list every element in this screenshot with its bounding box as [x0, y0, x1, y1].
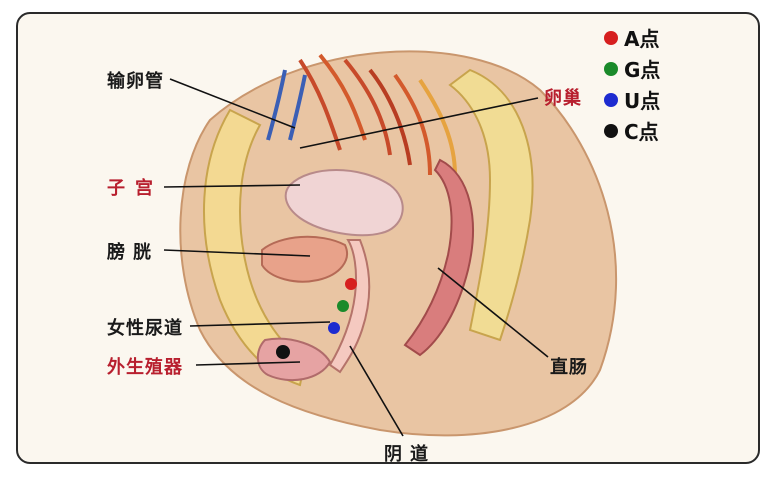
external-genitalia-shape	[256, 337, 332, 382]
legend-label-g: G点	[624, 58, 661, 82]
label-fallopian-tube: 输卵管	[107, 71, 164, 92]
legend-item-a: A点	[604, 23, 659, 52]
label-external-genitalia: 外生殖器	[107, 357, 183, 378]
black-dot-icon	[604, 123, 618, 138]
legend-label-u: U点	[624, 89, 661, 113]
legend-label-c: C点	[624, 120, 659, 144]
blood-vessels	[266, 53, 457, 176]
green-dot-icon	[604, 61, 618, 76]
point-c-dot	[276, 345, 290, 359]
legend-label-a: A点	[624, 27, 660, 51]
label-bladder: 膀胱	[107, 242, 159, 263]
label-vagina: 阴道	[384, 444, 436, 465]
sacrum-shape	[448, 68, 534, 342]
point-g-dot	[337, 300, 349, 312]
label-rectum: 直肠	[550, 357, 588, 378]
label-ovary: 卵巢	[544, 88, 582, 109]
legend-item-g: G点	[604, 54, 660, 83]
label-uterus: 子宫	[107, 178, 163, 199]
legend-item-c: C点	[604, 116, 659, 145]
vagina-shape	[328, 239, 371, 374]
label-urethra: 女性尿道	[107, 318, 183, 339]
bladder-shape	[261, 235, 348, 283]
point-u-dot	[328, 322, 340, 334]
rectum-shape	[403, 158, 474, 357]
uterus-shape	[284, 169, 404, 237]
abdominal-wall-shape	[203, 108, 307, 387]
red-dot-icon	[604, 30, 618, 45]
blue-dot-icon	[604, 92, 618, 107]
point-a-dot	[345, 278, 357, 290]
legend-item-u: U点	[604, 85, 660, 114]
pointer-lines	[163, 78, 549, 437]
